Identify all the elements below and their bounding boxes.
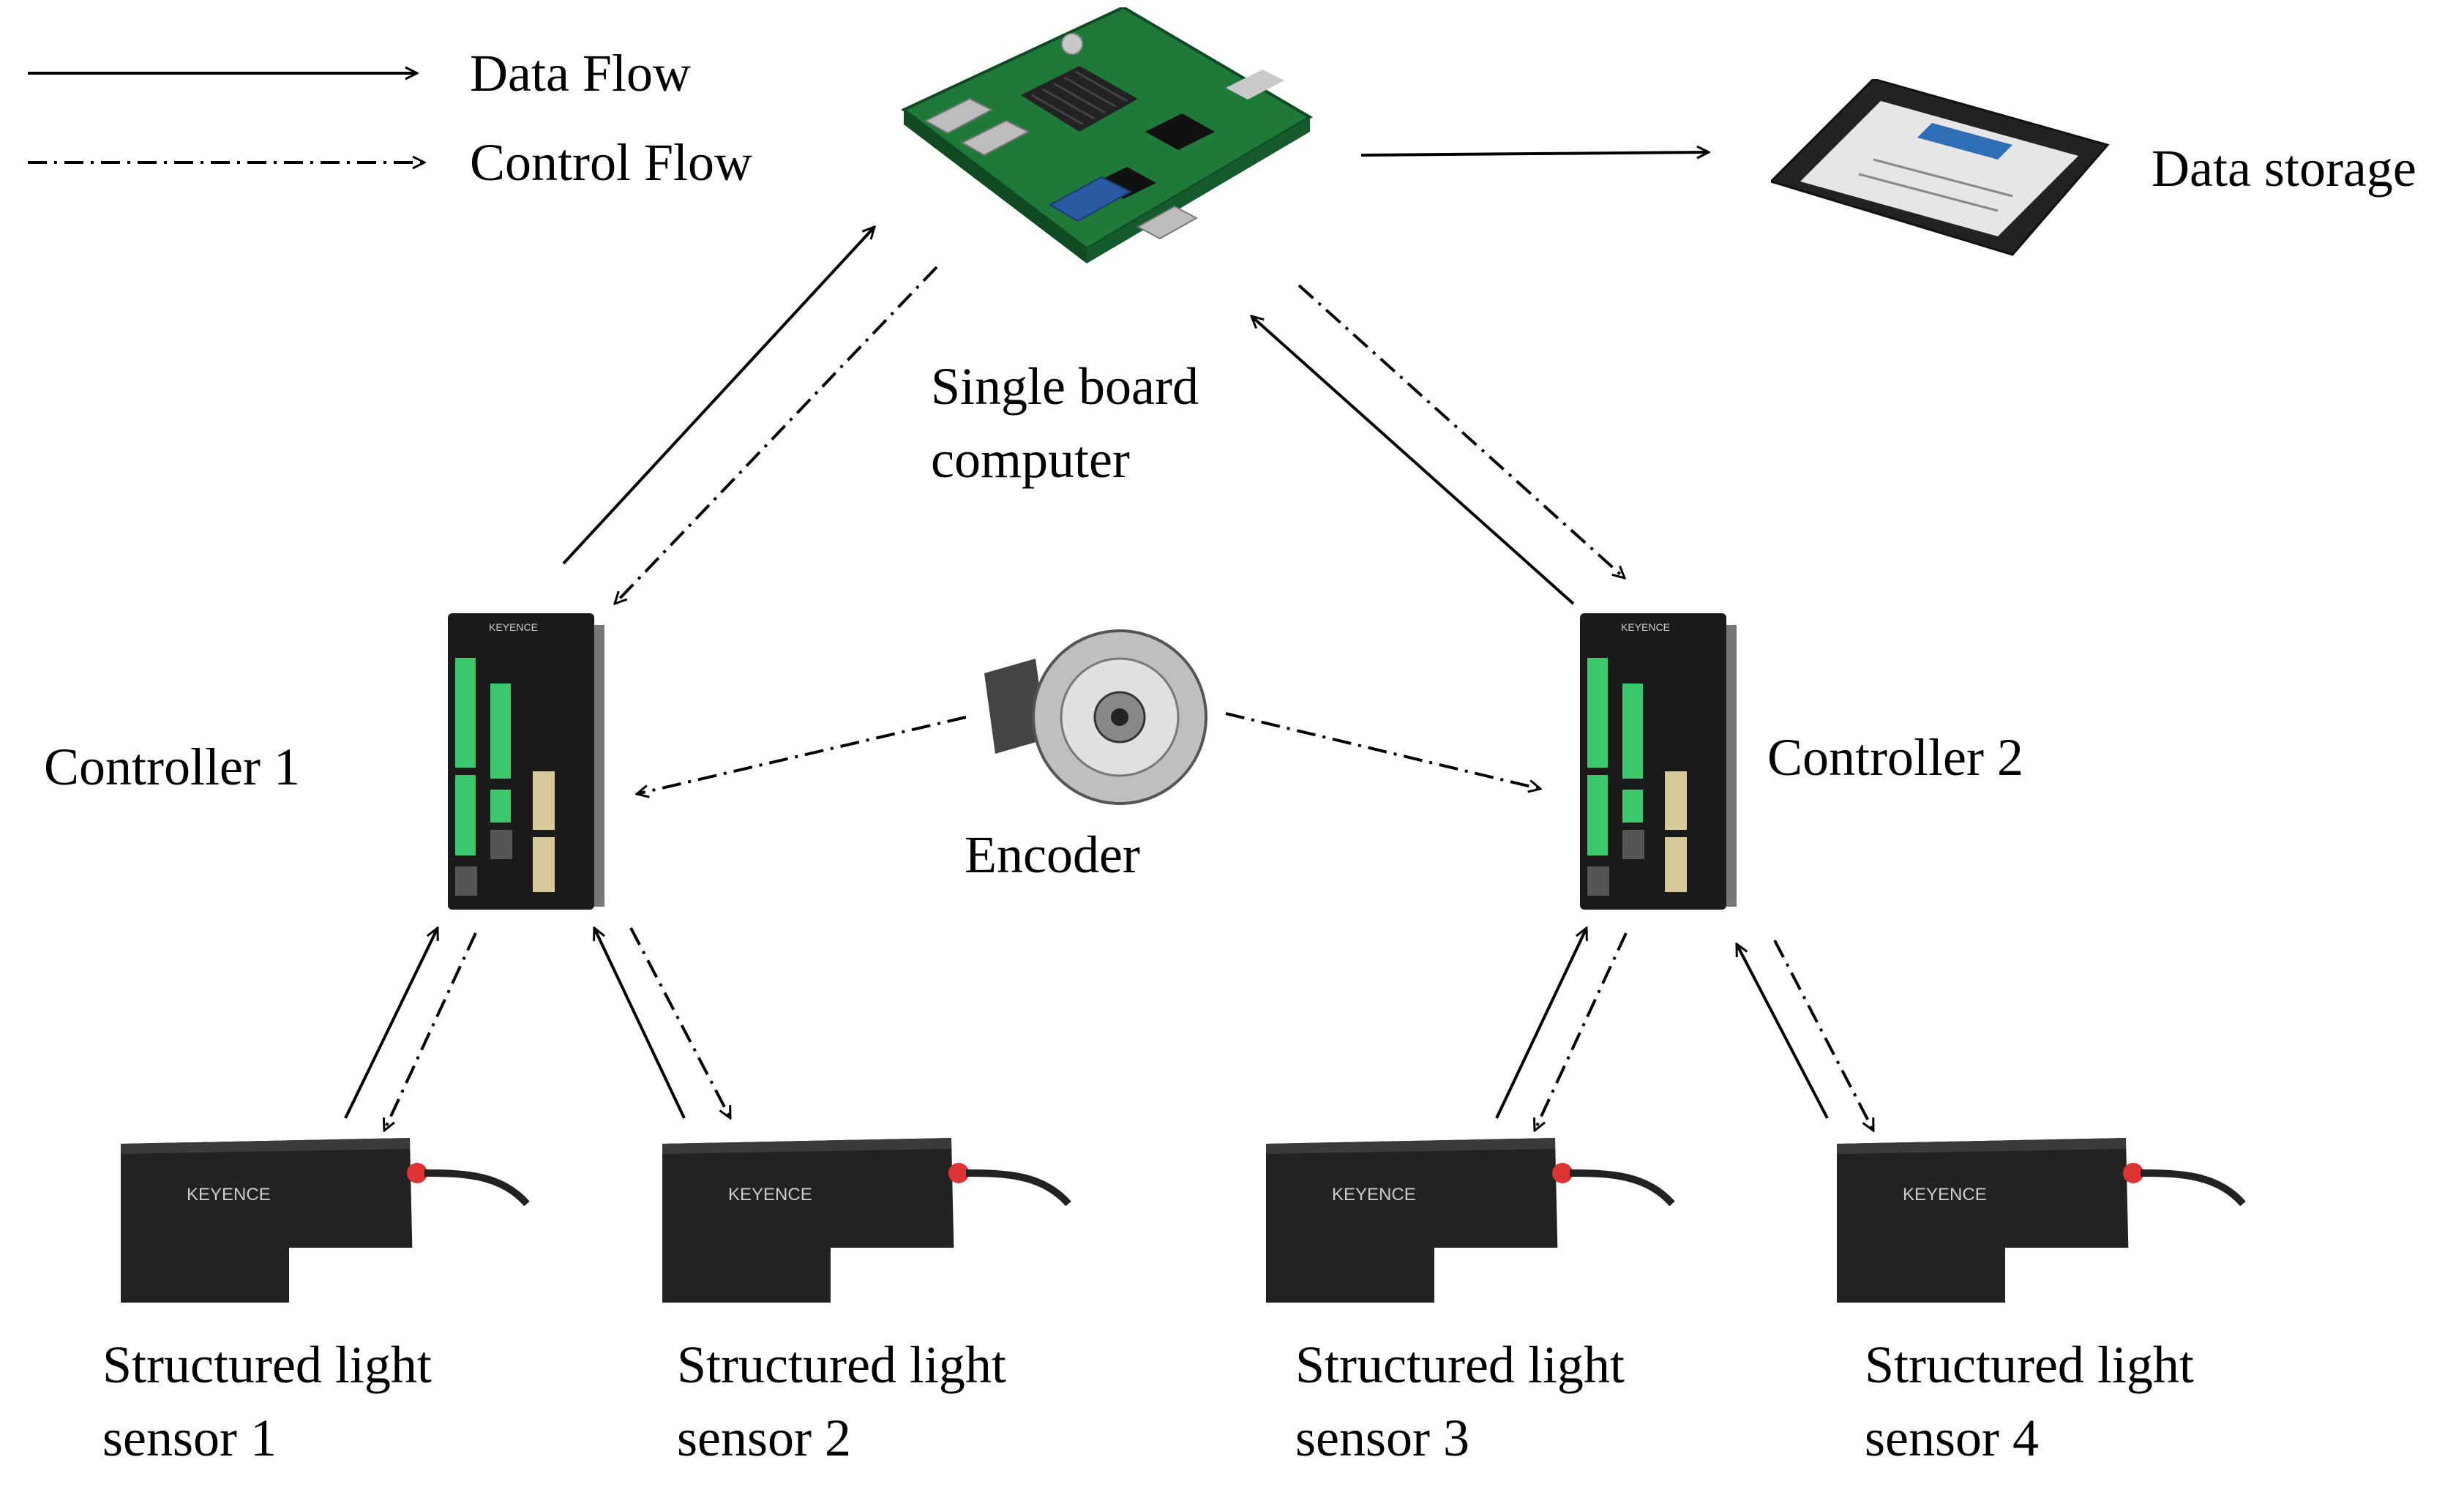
sbc-label-line1: Single board [931,357,1199,416]
sensor3-brand: KEYENCE [1332,1185,1416,1205]
sensor4-label-line1: Structured light [1865,1336,2194,1394]
arrow-sbc-to-controller2 [1297,284,1625,578]
ssd-image [1771,79,2115,262]
arrow-controller2-to-sbc [1251,316,1575,605]
sensor2-label-line1: Structured light [677,1336,1006,1394]
encoder-label: Encoder [965,825,1140,884]
arrow-encoder-to-controller1 [637,716,967,794]
arrow-controller1-to-sbc [562,227,875,565]
sensor1-image: KEYENCE [121,1138,531,1306]
controller1-label: Controller 1 [44,738,300,796]
arrow-controller2-to-sensor3 [1535,932,1628,1131]
sensor2-label-line2: sensor 2 [677,1409,851,1467]
arrow-sensor3-to-controller2 [1495,928,1587,1119]
sensor4-image: KEYENCE [1837,1138,2247,1306]
encoder-image [977,629,1211,812]
single-board-computer-image [882,7,1314,337]
arrow-sbc-to-controller1 [615,266,938,604]
sensor3-label-line2: sensor 3 [1295,1409,1469,1467]
legend-control-flow-label: Control Flow [470,133,753,192]
controller2-label: Controller 2 [1767,728,2023,787]
sensor3-image: KEYENCE [1266,1138,1676,1306]
sensor4-label-line2: sensor 4 [1865,1409,2039,1467]
sbc-label-line2: computer [931,430,1130,489]
controller2-brand: KEYENCE [1621,621,1670,633]
arrow-sensor2-to-controller1 [594,928,686,1119]
controller2-image: KEYENCE [1577,610,1740,918]
arrow-encoder-to-controller2 [1225,712,1540,789]
arrow-controller1-to-sensor1 [384,932,477,1131]
arrow-sensor1-to-controller1 [344,928,439,1119]
arrow-sbc-to-storage [1360,152,1709,155]
legend-data-flow-label: Data Flow [470,44,691,102]
sensor2-image: KEYENCE [662,1138,1072,1306]
sensor1-brand: KEYENCE [187,1185,271,1205]
sensor1-label-line1: Structured light [102,1336,432,1394]
controller1-brand: KEYENCE [489,621,538,633]
arrow-sensor4-to-controller2 [1735,944,1829,1119]
controller1-image: KEYENCE [445,610,607,918]
sensor1-label-line2: sensor 1 [102,1409,277,1467]
storage-label: Data storage [2152,139,2416,198]
sensor4-brand: KEYENCE [1903,1185,1987,1205]
sensor3-label-line1: Structured light [1295,1336,1625,1394]
arrow-controller2-to-sensor4 [1773,940,1875,1131]
sensor2-brand: KEYENCE [728,1185,812,1205]
arrow-controller1-to-sensor2 [629,927,732,1118]
